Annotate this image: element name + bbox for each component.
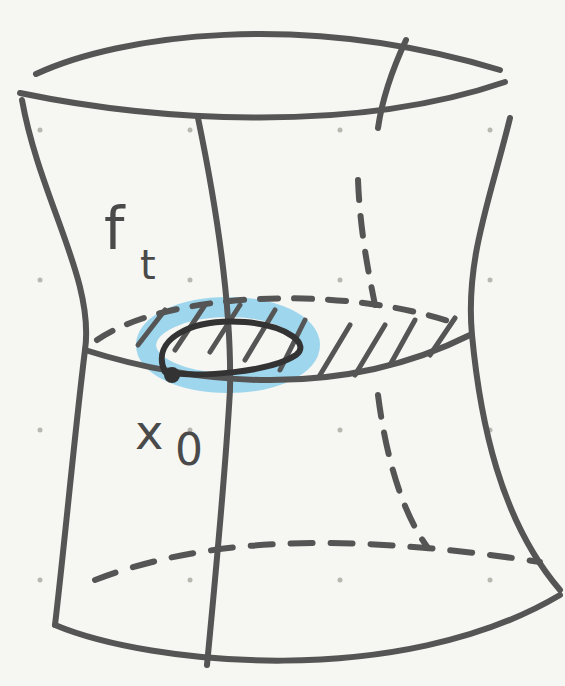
variable-label: x xyxy=(135,408,163,456)
surface-lines xyxy=(20,34,560,665)
subscript-label: 0 xyxy=(175,428,203,472)
point-marker xyxy=(164,367,180,383)
grid-dots xyxy=(38,128,493,583)
subscript-label: t xyxy=(140,245,156,285)
variable-label: f xyxy=(104,200,124,258)
